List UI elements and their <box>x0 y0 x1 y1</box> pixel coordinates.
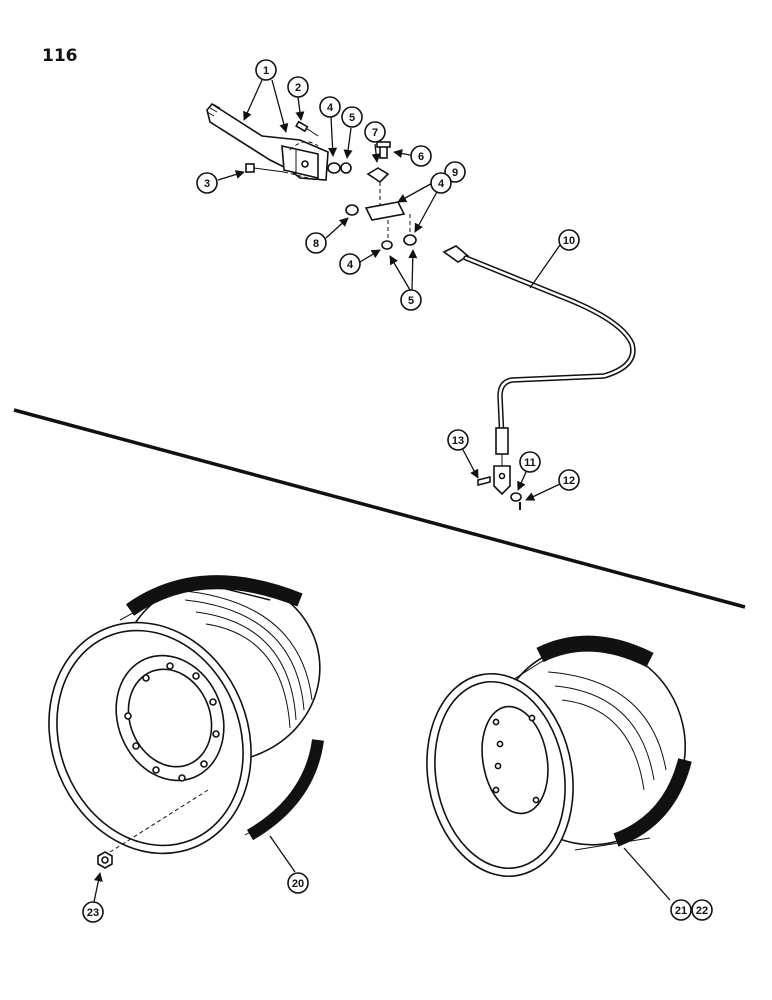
callout-6: 6 <box>410 145 432 167</box>
nut-4-upper <box>327 162 341 174</box>
callout-12: 12 <box>558 469 580 491</box>
svg-text:8: 8 <box>313 238 319 250</box>
spacer-8 <box>345 204 359 216</box>
svg-text:5: 5 <box>349 112 355 124</box>
callout-20: 20 <box>287 872 309 894</box>
callout-5-top: 5 <box>341 106 363 128</box>
section-divider-line <box>13 408 746 609</box>
callout-2: 2 <box>287 76 309 98</box>
nut-4-lower <box>381 240 393 250</box>
svg-text:9: 9 <box>452 167 458 179</box>
svg-text:3: 3 <box>204 178 210 190</box>
svg-text:11: 11 <box>524 457 536 469</box>
callout-23: 23 <box>82 901 104 923</box>
callout-4-top: 4 <box>319 96 341 118</box>
svg-text:20: 20 <box>292 878 304 890</box>
svg-text:21: 21 <box>675 905 687 917</box>
washer-5-lower <box>403 234 417 246</box>
washer-5-upper <box>340 162 352 174</box>
pin-6 <box>376 141 391 159</box>
callout-11: 11 <box>519 451 541 473</box>
brake-lever-assembly <box>206 102 329 181</box>
svg-text:1: 1 <box>263 65 269 77</box>
callout-8: 8 <box>305 232 327 254</box>
page-number: 116 <box>42 46 78 66</box>
svg-text:13: 13 <box>452 435 464 447</box>
svg-text:4: 4 <box>438 178 445 190</box>
bolt-2 <box>295 120 319 137</box>
clip-7 <box>366 167 390 206</box>
callout-22: 22 <box>691 899 713 921</box>
svg-text:10: 10 <box>563 235 575 247</box>
svg-text:7: 7 <box>372 127 378 139</box>
svg-text:6: 6 <box>418 151 424 163</box>
bolt-3 <box>245 163 317 181</box>
callout-10: 10 <box>558 229 580 251</box>
svg-text:4: 4 <box>347 259 354 271</box>
washer-11 <box>510 492 522 502</box>
bracket-9 <box>364 201 406 221</box>
wheel-rim-20 <box>48 575 324 855</box>
callout-4-right: 4 <box>430 172 452 194</box>
callout-9: 9 <box>444 161 466 183</box>
wheel-rim-21-22 <box>426 635 692 878</box>
callout-1: 1 <box>255 59 277 81</box>
callout-7: 7 <box>364 121 386 143</box>
callout-5-lower: 5 <box>400 289 422 311</box>
leader-lines <box>93 79 671 903</box>
brake-cable-10 <box>442 245 636 496</box>
callout-13: 13 <box>447 429 469 451</box>
svg-text:4: 4 <box>327 102 334 114</box>
svg-text:12: 12 <box>563 475 575 487</box>
svg-text:23: 23 <box>87 907 99 919</box>
callout-21: 21 <box>670 899 692 921</box>
callout-4-lower: 4 <box>339 253 361 275</box>
svg-text:5: 5 <box>408 295 414 307</box>
callout-3: 3 <box>196 172 218 194</box>
pin-13 <box>477 475 491 487</box>
wheel-nut-23 <box>97 851 113 869</box>
svg-text:2: 2 <box>295 82 301 94</box>
svg-text:22: 22 <box>696 905 708 917</box>
